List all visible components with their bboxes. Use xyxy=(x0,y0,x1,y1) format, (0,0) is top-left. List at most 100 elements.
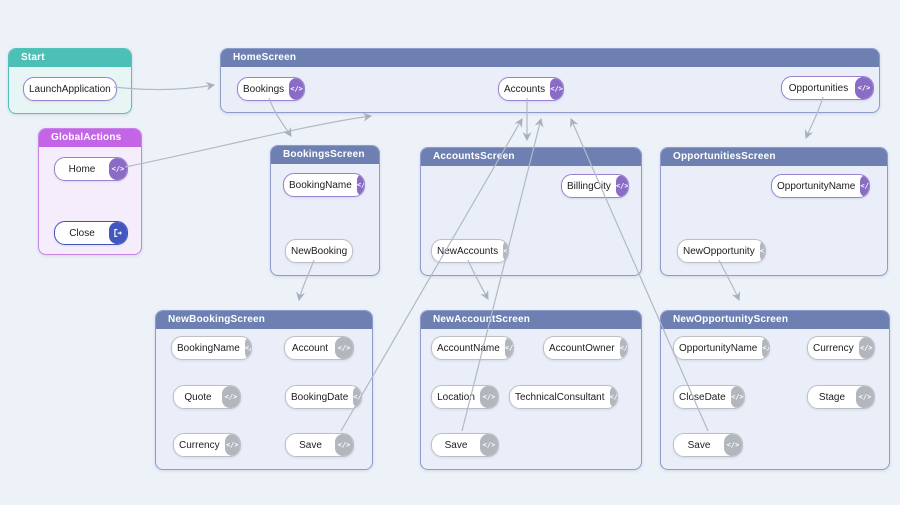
element-button-currency[interactable]: Currency </> xyxy=(807,336,875,360)
button-label: TechnicalConsultant xyxy=(515,391,605,403)
screen-node-newopportunityscreen[interactable]: NewOpportunityScreen OpportunityName </>… xyxy=(660,310,890,470)
screen-node-globalactions[interactable]: GlobalActions Home </> Close xyxy=(38,128,142,255)
button-label: NewAccounts xyxy=(437,245,499,257)
code-icon: </> xyxy=(609,386,617,408)
screen-title: NewOpportunityScreen xyxy=(661,311,889,329)
code-icon: </> xyxy=(335,434,353,456)
element-button-launchapplication[interactable]: LaunchApplication </> xyxy=(23,77,117,101)
screen-title: HomeScreen xyxy=(221,49,879,67)
screen-title: NewBookingScreen xyxy=(156,311,372,329)
code-icon: </> xyxy=(109,158,127,180)
code-icon: </> xyxy=(353,386,361,408)
code-icon: </> xyxy=(856,386,874,408)
button-label: NewBooking xyxy=(291,245,348,257)
button-label: Opportunities xyxy=(788,82,849,94)
button-label: AccountName xyxy=(437,342,500,354)
element-button-currency[interactable]: Currency </> xyxy=(173,433,241,457)
button-label: Account xyxy=(291,342,329,354)
button-label: Bookings xyxy=(243,83,285,95)
element-button-opportunities[interactable]: Opportunities </> xyxy=(781,76,874,100)
element-button-bookingdate[interactable]: BookingDate </> xyxy=(285,385,362,409)
button-label: Save xyxy=(687,439,711,451)
screen-node-opportunitiesscreen[interactable]: OpportunitiesScreen OpportunityName </> … xyxy=(660,147,888,276)
button-label: Save xyxy=(444,439,468,451)
screen-node-newbookingscreen[interactable]: NewBookingScreen BookingName </> Account… xyxy=(155,310,373,470)
screen-title: OpportunitiesScreen xyxy=(661,148,887,166)
code-icon: </> xyxy=(115,78,116,100)
element-button-accountname[interactable]: AccountName </> xyxy=(431,336,514,360)
code-icon: </> xyxy=(480,434,498,456)
code-icon: </> xyxy=(504,337,513,359)
element-button-close[interactable]: Close xyxy=(54,221,128,245)
button-label: Location xyxy=(437,391,475,403)
element-button-save[interactable]: Save </> xyxy=(673,433,743,457)
element-button-account[interactable]: Account </> xyxy=(284,336,354,360)
element-button-closedate[interactable]: CloseDate </> xyxy=(673,385,745,409)
button-label: Accounts xyxy=(504,83,546,95)
code-icon: </> xyxy=(550,78,563,100)
element-button-technicalconsultant[interactable]: TechnicalConsultant </> xyxy=(509,385,618,409)
element-button-newbooking[interactable]: NewBooking </> xyxy=(285,239,353,263)
button-label: Currency xyxy=(179,439,220,451)
element-button-quote[interactable]: Quote </> xyxy=(173,385,241,409)
screen-title: Start xyxy=(9,49,131,67)
code-icon: </> xyxy=(858,337,874,359)
button-label: BookingName xyxy=(177,342,240,354)
element-button-newopportunity[interactable]: NewOpportunity </> xyxy=(677,239,766,263)
button-label: Close xyxy=(69,227,95,239)
button-label: BookingName xyxy=(289,179,352,191)
element-button-location[interactable]: Location </> xyxy=(431,385,499,409)
code-icon: </> xyxy=(224,434,240,456)
code-icon: </> xyxy=(222,386,240,408)
screen-title: AccountsScreen xyxy=(421,148,641,166)
button-label: AccountOwner xyxy=(549,342,615,354)
code-icon: </> xyxy=(289,78,304,100)
button-label: NewOpportunity xyxy=(683,245,755,257)
code-icon: </> xyxy=(619,337,627,359)
screen-title: GlobalActions xyxy=(39,129,141,147)
screen-node-newaccountscreen[interactable]: NewAccountScreen AccountName </> Account… xyxy=(420,310,642,470)
code-icon: </> xyxy=(335,337,353,359)
button-label: OpportunityName xyxy=(679,342,758,354)
code-icon: </> xyxy=(356,174,364,196)
screen-node-accountsscreen[interactable]: AccountsScreen BillingCity </> NewAccoun… xyxy=(420,147,642,276)
button-label: BillingCity xyxy=(567,180,611,192)
button-label: Home xyxy=(68,163,96,175)
screen-node-start[interactable]: Start LaunchApplication </> xyxy=(8,48,132,114)
code-icon: </> xyxy=(352,240,353,262)
code-icon: </> xyxy=(730,386,744,408)
element-button-opportunityname[interactable]: OpportunityName </> xyxy=(673,336,770,360)
code-icon: </> xyxy=(860,175,869,197)
code-icon: </> xyxy=(244,337,251,359)
button-label: CloseDate xyxy=(679,391,726,403)
element-button-billingcity[interactable]: BillingCity </> xyxy=(561,174,629,198)
button-label: Stage xyxy=(818,391,846,403)
element-button-bookings[interactable]: Bookings </> xyxy=(237,77,305,101)
element-button-opportunityname[interactable]: OpportunityName </> xyxy=(771,174,870,198)
button-label: Save xyxy=(299,439,322,451)
button-label: BookingDate xyxy=(291,391,349,403)
code-icon: </> xyxy=(762,337,769,359)
element-button-stage[interactable]: Stage </> xyxy=(807,385,875,409)
code-icon: </> xyxy=(615,175,628,197)
code-icon: </> xyxy=(724,434,742,456)
element-button-accountowner[interactable]: AccountOwner </> xyxy=(543,336,628,360)
element-button-bookingname[interactable]: BookingName </> xyxy=(283,173,365,197)
element-button-newaccounts[interactable]: NewAccounts </> xyxy=(431,239,509,263)
button-label: LaunchApplication xyxy=(29,83,111,95)
element-button-save[interactable]: Save </> xyxy=(431,433,499,457)
button-label: OpportunityName xyxy=(777,180,856,192)
element-button-accounts[interactable]: Accounts </> xyxy=(498,77,564,101)
code-icon: </> xyxy=(855,77,873,99)
screen-node-homescreen[interactable]: HomeScreen Bookings </> Accounts </> Opp… xyxy=(220,48,880,113)
sign-out-icon xyxy=(109,222,127,244)
element-button-home[interactable]: Home </> xyxy=(54,157,128,181)
button-label: Quote xyxy=(184,391,212,403)
code-icon: </> xyxy=(480,386,498,408)
screen-node-bookingsscreen[interactable]: BookingsScreen BookingName </> NewBookin… xyxy=(270,145,380,276)
code-icon: </> xyxy=(759,240,765,262)
element-button-save[interactable]: Save </> xyxy=(285,433,354,457)
element-button-bookingname[interactable]: BookingName </> xyxy=(171,336,252,360)
button-label: Currency xyxy=(813,342,854,354)
